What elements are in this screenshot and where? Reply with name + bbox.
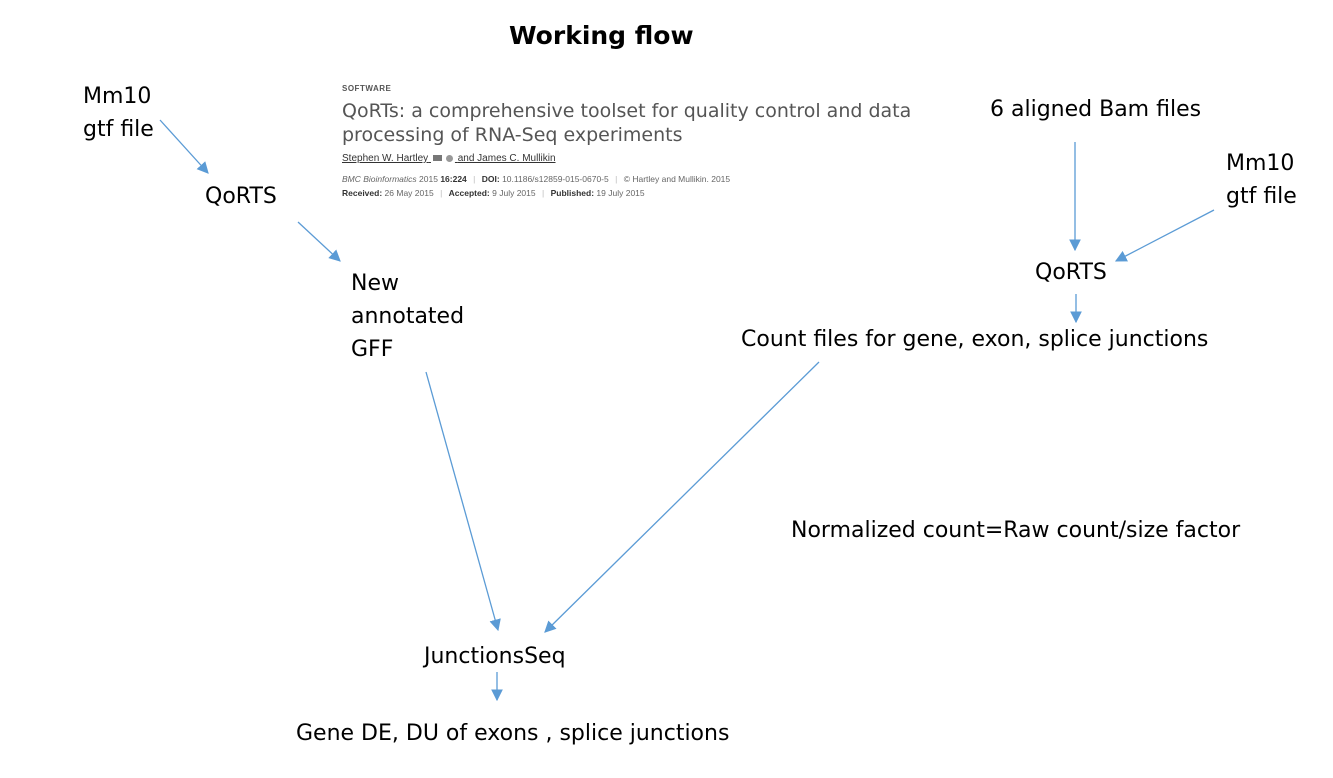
paper-meta-line1: BMC Bioinformatics 2015 16:224 | DOI: 10… <box>342 174 731 184</box>
arrow-gff-to-junctionsseq <box>425 371 501 632</box>
paper-author1: Stephen W. Hartley <box>342 153 429 164</box>
paper-journal: BMC Bioinformatics <box>342 174 417 184</box>
left-gtf-label-line1: Mm10 <box>83 84 152 109</box>
paper-accepted-label: Accepted: <box>448 188 490 198</box>
paper-authors: Stephen W. Hartley and James C. Mullikin <box>342 153 942 164</box>
right-gtf-label-line2: gtf file <box>1226 184 1297 209</box>
gff-label-line2: annotated <box>351 304 465 329</box>
paper-copyright: © Hartley and Mullikin. 2015 <box>623 174 731 184</box>
paper-accepted: 9 July 2015 <box>492 188 536 198</box>
gff-label-line1: New <box>351 271 399 296</box>
paper-meta-line2: Received: 26 May 2015 | Accepted: 9 July… <box>342 188 645 198</box>
arrow-qorts-to-gff <box>297 221 341 262</box>
paper-received-label: Received: <box>342 188 383 198</box>
orcid-icon <box>445 154 453 162</box>
paper-published-label: Published: <box>550 188 595 198</box>
junctionsseq-label: JunctionsSeq <box>424 644 566 669</box>
paper-received: 26 May 2015 <box>384 188 434 198</box>
paper-title-line1: QoRTs: a comprehensive toolset for quali… <box>342 100 912 122</box>
bam-files-label: 6 aligned Bam files <box>990 97 1202 122</box>
paper-doi-label: DOI: <box>481 174 500 184</box>
paper-volume: 16:224 <box>440 174 467 184</box>
diagram-title: Working flow <box>509 21 694 50</box>
arrow-gtf-to-qorts-left <box>159 119 209 174</box>
normalized-count-label: Normalized count=Raw count/size factor <box>791 518 1241 543</box>
arrow-counts-to-junctionsseq <box>544 361 820 633</box>
paper-title: QoRTs: a comprehensive toolset for quali… <box>342 99 942 147</box>
paper-year: 2015 <box>419 174 438 184</box>
count-files-label: Count files for gene, exon, splice junct… <box>741 327 1209 352</box>
gff-label-line3: GFF <box>351 337 394 362</box>
paper-citation: SOFTWARE QoRTs: a comprehensive toolset … <box>342 84 942 200</box>
output-label: Gene DE, DU of exons , splice junctions <box>296 721 730 746</box>
mail-icon <box>432 155 442 162</box>
left-qorts-label: QoRTS <box>205 184 277 209</box>
left-gtf-label-line2: gtf file <box>83 117 154 142</box>
paper-title-line2: processing of RNA-Seq experiments <box>342 124 683 146</box>
paper-kind: SOFTWARE <box>342 84 392 93</box>
right-gtf-label-line1: Mm10 <box>1226 151 1295 176</box>
paper-doi: 10.1186/s12859-015-0670-5 <box>502 174 609 184</box>
paper-author2: and James C. Mullikin <box>457 153 556 164</box>
paper-published: 19 July 2015 <box>596 188 645 198</box>
arrow-gtf-to-qorts-right <box>1114 209 1215 262</box>
right-qorts-label: QoRTS <box>1035 260 1107 285</box>
